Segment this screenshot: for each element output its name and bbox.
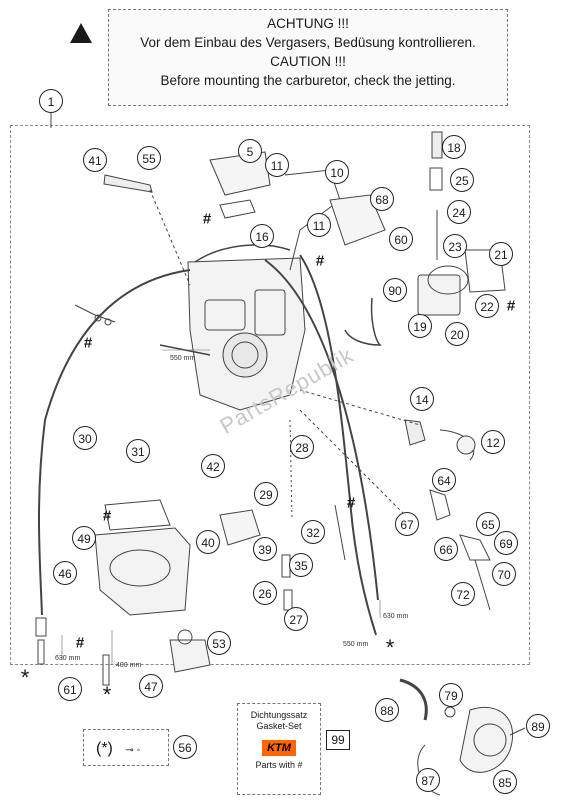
gasket-set-mark: # xyxy=(346,494,356,512)
part-callout[interactable]: 72 xyxy=(451,582,475,606)
part-callout[interactable]: 49 xyxy=(72,526,96,550)
part-callout[interactable]: 29 xyxy=(254,482,278,506)
part-callout[interactable]: 28 xyxy=(290,435,314,459)
part-callout[interactable]: 11 xyxy=(265,153,289,177)
caution-de-text: Vor dem Einbau des Vergasers, Bedüsung k… xyxy=(140,35,476,50)
part-callout[interactable]: 53 xyxy=(207,631,231,655)
part-callout[interactable]: 5 xyxy=(238,139,262,163)
part-callout[interactable]: 90 xyxy=(383,278,407,302)
part-callout[interactable]: 30 xyxy=(73,426,97,450)
ktm-logo: KTM xyxy=(262,740,296,756)
hose-length-label: 630 mm xyxy=(383,613,409,620)
part-callout[interactable]: 35 xyxy=(289,553,313,577)
legend-callout[interactable]: 56 xyxy=(173,735,197,759)
caution-de-title: ACHTUNG !!! xyxy=(267,16,349,31)
caution-en-text: Before mounting the carburetor, check th… xyxy=(160,73,456,88)
warning-triangle-icon xyxy=(70,23,92,43)
gasket-set-note: Parts with # xyxy=(255,760,303,770)
part-callout[interactable]: 25 xyxy=(450,168,474,192)
part-callout[interactable]: 11 xyxy=(307,213,331,237)
part-callout[interactable]: 19 xyxy=(408,314,432,338)
part-callout[interactable]: 68 xyxy=(370,187,394,211)
legend-symbol: (*) xyxy=(96,740,113,757)
hose-length-label: 400 mm xyxy=(116,662,142,669)
part-callout[interactable]: 67 xyxy=(395,512,419,536)
gasket-set-title-en: Gasket-Set xyxy=(256,721,302,731)
part-callout[interactable]: 40 xyxy=(196,530,220,554)
gasket-set-mark: # xyxy=(202,210,212,228)
part-callout[interactable]: 31 xyxy=(126,439,150,463)
gasket-set-mark: # xyxy=(506,297,516,315)
gasket-set-box: Dichtungssatz Gasket-Set KTM Parts with … xyxy=(237,703,321,795)
part-callout[interactable]: 46 xyxy=(53,561,77,585)
part-callout[interactable]: 87 xyxy=(416,768,440,792)
optional-part-mark: * xyxy=(20,665,30,690)
part-callout[interactable]: 64 xyxy=(432,468,456,492)
caution-notice: ACHTUNG !!! Vor dem Einbau des Vergasers… xyxy=(108,9,508,106)
gasket-set-callout[interactable]: 99 xyxy=(326,730,350,750)
part-callout[interactable]: 88 xyxy=(375,698,399,722)
caution-en-title: CAUTION !!! xyxy=(270,54,346,69)
part-callout[interactable]: 61 xyxy=(58,677,82,701)
part-callout[interactable]: 10 xyxy=(325,160,349,184)
part-callout[interactable]: 42 xyxy=(201,454,225,478)
hose-length-label: 550 mm xyxy=(170,355,196,362)
gasket-set-mark: # xyxy=(315,252,325,270)
diagram-frame xyxy=(10,125,530,665)
part-callout[interactable]: 41 xyxy=(83,148,107,172)
part-callout[interactable]: 12 xyxy=(481,430,505,454)
optional-part-mark: * xyxy=(102,682,112,707)
optional-part-mark: * xyxy=(385,635,395,660)
part-callout[interactable]: 14 xyxy=(410,387,434,411)
gasket-set-title-de: Dichtungssatz xyxy=(250,710,308,720)
part-callout[interactable]: 69 xyxy=(494,531,518,555)
part-callout[interactable]: 18 xyxy=(442,135,466,159)
part-callout[interactable]: 21 xyxy=(489,242,513,266)
part-callout[interactable]: 60 xyxy=(389,227,413,251)
gasket-set-mark: # xyxy=(75,634,85,652)
legend-box: (*) ⊸ ◦ xyxy=(83,729,169,766)
part-callout[interactable]: 47 xyxy=(139,674,163,698)
part-callout[interactable]: 23 xyxy=(443,234,467,258)
part-callout[interactable]: 27 xyxy=(284,607,308,631)
part-callout[interactable]: 16 xyxy=(250,224,274,248)
assembly-callout[interactable]: 1 xyxy=(39,89,63,113)
hose-length-label: 550 mm xyxy=(343,641,369,648)
part-callout[interactable]: 22 xyxy=(475,294,499,318)
part-callout[interactable]: 65 xyxy=(476,512,500,536)
part-callout[interactable]: 70 xyxy=(492,562,516,586)
part-callout[interactable]: 26 xyxy=(253,581,277,605)
part-callout[interactable]: 55 xyxy=(137,146,161,170)
part-callout[interactable]: 79 xyxy=(439,683,463,707)
part-callout[interactable]: 32 xyxy=(301,520,325,544)
gasket-set-mark: # xyxy=(102,507,112,525)
part-callout[interactable]: 66 xyxy=(434,537,458,561)
part-callout[interactable]: 89 xyxy=(526,714,550,738)
part-callout[interactable]: 85 xyxy=(493,770,517,794)
hose-length-label: 630 mm xyxy=(55,655,81,662)
part-callout[interactable]: 39 xyxy=(253,537,277,561)
part-callout[interactable]: 24 xyxy=(447,200,471,224)
jet-icon: ⊸ ◦ xyxy=(125,745,141,756)
part-callout[interactable]: 20 xyxy=(445,322,469,346)
gasket-set-mark: # xyxy=(83,334,93,352)
